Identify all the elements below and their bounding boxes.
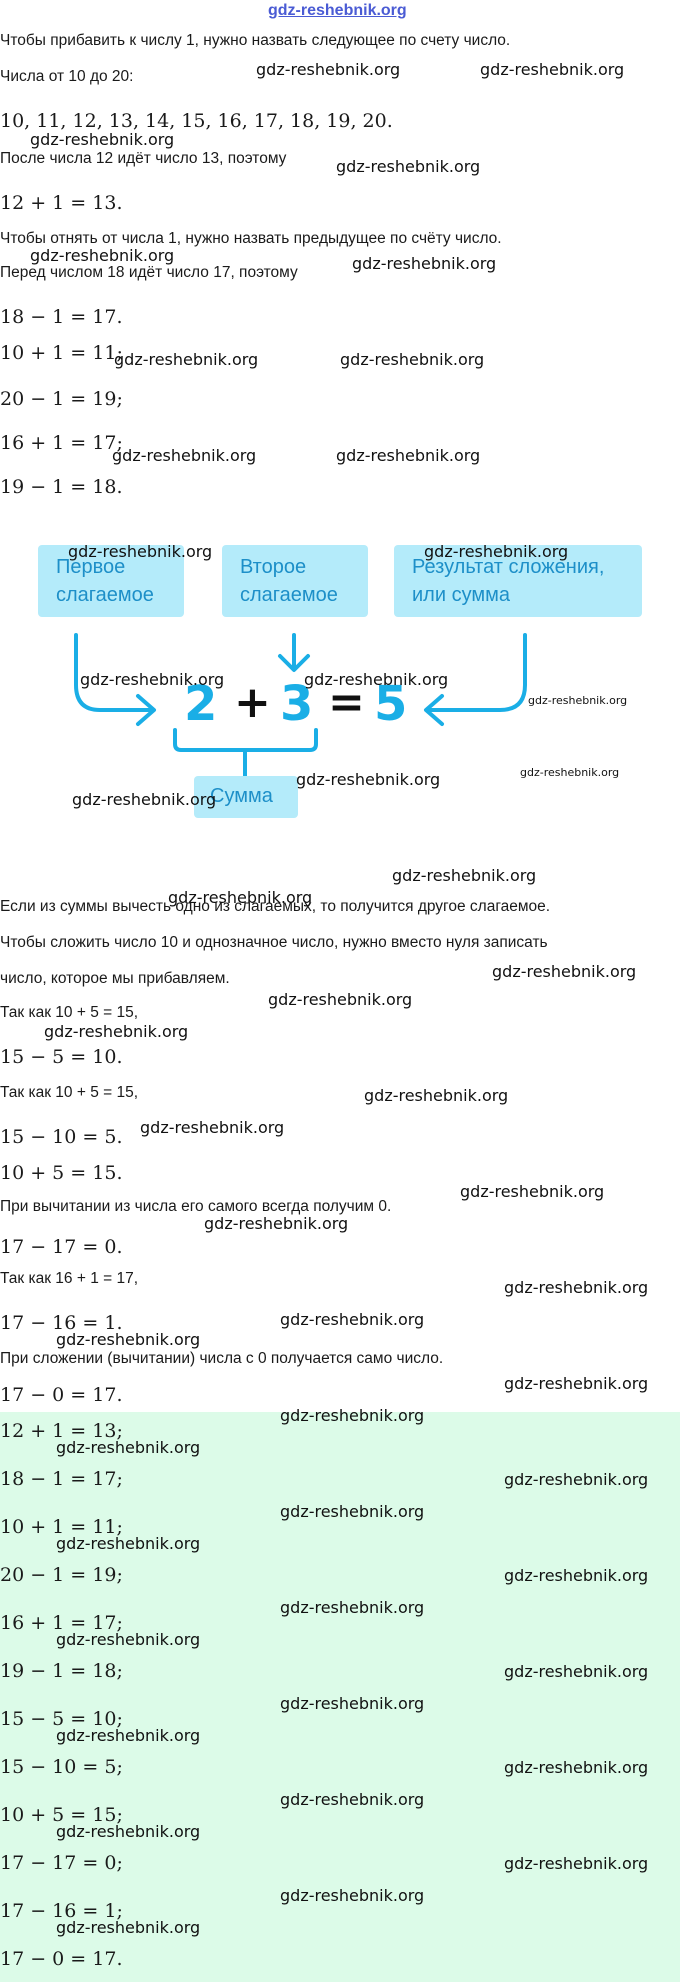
watermark: gdz-reshebnik.org: [280, 1406, 425, 1425]
number-sum: 5: [374, 676, 408, 732]
watermark: gdz-reshebnik.org: [56, 1330, 201, 1349]
watermark: gdz-reshebnik.org: [30, 130, 175, 149]
watermark: gdz-reshebnik.org: [340, 350, 485, 369]
math-line: 20 − 1 = 19;: [0, 388, 123, 410]
box-first-addend: Первое слагаемое: [38, 545, 184, 617]
math-line: 10 + 5 = 15.: [0, 1162, 123, 1184]
math-line: 17 − 0 = 17.: [0, 1384, 123, 1406]
watermark: gdz-reshebnik.org: [140, 1118, 285, 1137]
watermark: gdz-reshebnik.org: [504, 1278, 649, 1297]
text-line: Так как 10 + 5 = 15,: [0, 1004, 139, 1021]
answer-line: 17 − 16 = 1;: [0, 1900, 123, 1922]
watermark: gdz-reshebnik.org: [56, 1822, 201, 1841]
watermark: gdz-reshebnik.org: [56, 1534, 201, 1553]
watermark: gdz-reshebnik.org: [56, 1438, 201, 1457]
watermark: gdz-reshebnik.org: [280, 1790, 425, 1809]
math-line: 17 − 16 = 1.: [0, 1312, 123, 1334]
answer-line: 15 − 5 = 10;: [0, 1708, 123, 1730]
watermark: gdz-reshebnik.org: [68, 542, 213, 561]
text-line: После числа 12 идёт число 13, поэтому: [0, 150, 287, 167]
answer-line: 18 − 1 = 17;: [0, 1468, 123, 1490]
text-line: При вычитании из числа его самого всегда…: [0, 1198, 392, 1215]
watermark: gdz-reshebnik.org: [280, 1502, 425, 1521]
number-second-addend: 3: [280, 676, 314, 732]
watermark: gdz-reshebnik.org: [280, 1310, 425, 1329]
watermark: gdz-reshebnik.org: [520, 766, 620, 779]
text-line: Чтобы прибавить к числу 1, нужно назвать…: [0, 32, 511, 49]
watermark: gdz-reshebnik.org: [296, 770, 441, 789]
equals-sign: =: [328, 677, 365, 728]
watermark: gdz-reshebnik.org: [56, 1918, 201, 1937]
watermark: gdz-reshebnik.org: [280, 1598, 425, 1617]
watermark: gdz-reshebnik.org: [336, 157, 481, 176]
box-second-addend: Второе слагаемое: [222, 545, 368, 617]
watermark: gdz-reshebnik.org: [504, 1662, 649, 1681]
answer-line: 17 − 17 = 0;: [0, 1852, 123, 1874]
watermark: gdz-reshebnik.org: [504, 1854, 649, 1873]
text-line: число, которое мы прибавляем.: [0, 970, 230, 987]
math-line: 17 − 17 = 0.: [0, 1236, 123, 1258]
math-line: 16 + 1 = 17;: [0, 432, 123, 454]
math-line: 15 − 5 = 10.: [0, 1046, 123, 1068]
answer-line: 16 + 1 = 17;: [0, 1612, 123, 1634]
text-line: Чтобы сложить число 10 и однозначное чис…: [0, 934, 548, 951]
watermark: gdz-reshebnik.org: [256, 60, 401, 79]
text-line: Чтобы отнять от числа 1, нужно назвать п…: [0, 230, 502, 247]
watermark: gdz-reshebnik.org: [528, 694, 628, 707]
text-line: Перед числом 18 идёт число 17, поэтому: [0, 264, 298, 281]
watermark: gdz-reshebnik.org: [268, 990, 413, 1009]
answer-line: 10 + 5 = 15;: [0, 1804, 123, 1826]
watermark: gdz-reshebnik.org: [480, 60, 625, 79]
watermark: gdz-reshebnik.org: [114, 350, 259, 369]
watermark: gdz-reshebnik.org: [504, 1566, 649, 1585]
plus-sign: +: [234, 677, 271, 728]
watermark: gdz-reshebnik.org: [30, 246, 175, 265]
site-link[interactable]: gdz-reshebnik.org: [268, 2, 407, 19]
text-line: Так как 16 + 1 = 17,: [0, 1270, 139, 1287]
watermark: gdz-reshebnik.org: [504, 1374, 649, 1393]
watermark: gdz-reshebnik.org: [80, 670, 225, 689]
watermark: gdz-reshebnik.org: [72, 790, 217, 809]
watermark: gdz-reshebnik.org: [56, 1726, 201, 1745]
watermark: gdz-reshebnik.org: [304, 670, 449, 689]
watermark: gdz-reshebnik.org: [112, 446, 257, 465]
box-sum-result: Результат сложения, или сумма: [394, 545, 642, 617]
answer-line: 12 + 1 = 13;: [0, 1420, 123, 1442]
answer-line: 19 − 1 = 18;: [0, 1660, 123, 1682]
watermark: gdz-reshebnik.org: [336, 446, 481, 465]
watermark: gdz-reshebnik.org: [280, 1694, 425, 1713]
watermark: gdz-reshebnik.org: [424, 542, 569, 561]
math-line: 15 − 10 = 5.: [0, 1126, 123, 1148]
answer-line: 10 + 1 = 11;: [0, 1516, 123, 1538]
math-line: 19 − 1 = 18.: [0, 476, 123, 498]
watermark: gdz-reshebnik.org: [460, 1182, 605, 1201]
math-line: 10 + 1 = 11;: [0, 342, 123, 364]
answer-line: 17 − 0 = 17.: [0, 1948, 123, 1970]
text-line: При сложении (вычитании) числа с 0 получ…: [0, 1350, 444, 1367]
math-line: 10, 11, 12, 13, 14, 15, 16, 17, 18, 19, …: [0, 110, 393, 132]
text-line: Так как 10 + 5 = 15,: [0, 1084, 139, 1101]
answer-section-background: [0, 1412, 680, 1982]
answer-line: 20 − 1 = 19;: [0, 1564, 123, 1586]
watermark: gdz-reshebnik.org: [504, 1758, 649, 1777]
diagram-arrows: [74, 633, 527, 780]
answer-line: 15 − 10 = 5;: [0, 1756, 123, 1778]
watermark: gdz-reshebnik.org: [352, 254, 497, 273]
box-sum-label: Сумма: [194, 776, 298, 818]
text-line: Если из суммы вычесть одно из слагаемых,…: [0, 898, 551, 915]
watermark: gdz-reshebnik.org: [492, 962, 637, 981]
watermark: gdz-reshebnik.org: [392, 866, 537, 885]
watermark: gdz-reshebnik.org: [204, 1214, 349, 1233]
number-first-addend: 2: [184, 676, 218, 732]
watermark: gdz-reshebnik.org: [280, 1886, 425, 1905]
watermark: gdz-reshebnik.org: [56, 1630, 201, 1649]
watermark: gdz-reshebnik.org: [364, 1086, 509, 1105]
math-line: 12 + 1 = 13.: [0, 192, 123, 214]
watermark: gdz-reshebnik.org: [168, 888, 313, 907]
math-line: 18 − 1 = 17.: [0, 306, 123, 328]
text-line: Числа от 10 до 20:: [0, 68, 134, 85]
watermark: gdz-reshebnik.org: [44, 1022, 189, 1041]
watermark: gdz-reshebnik.org: [504, 1470, 649, 1489]
